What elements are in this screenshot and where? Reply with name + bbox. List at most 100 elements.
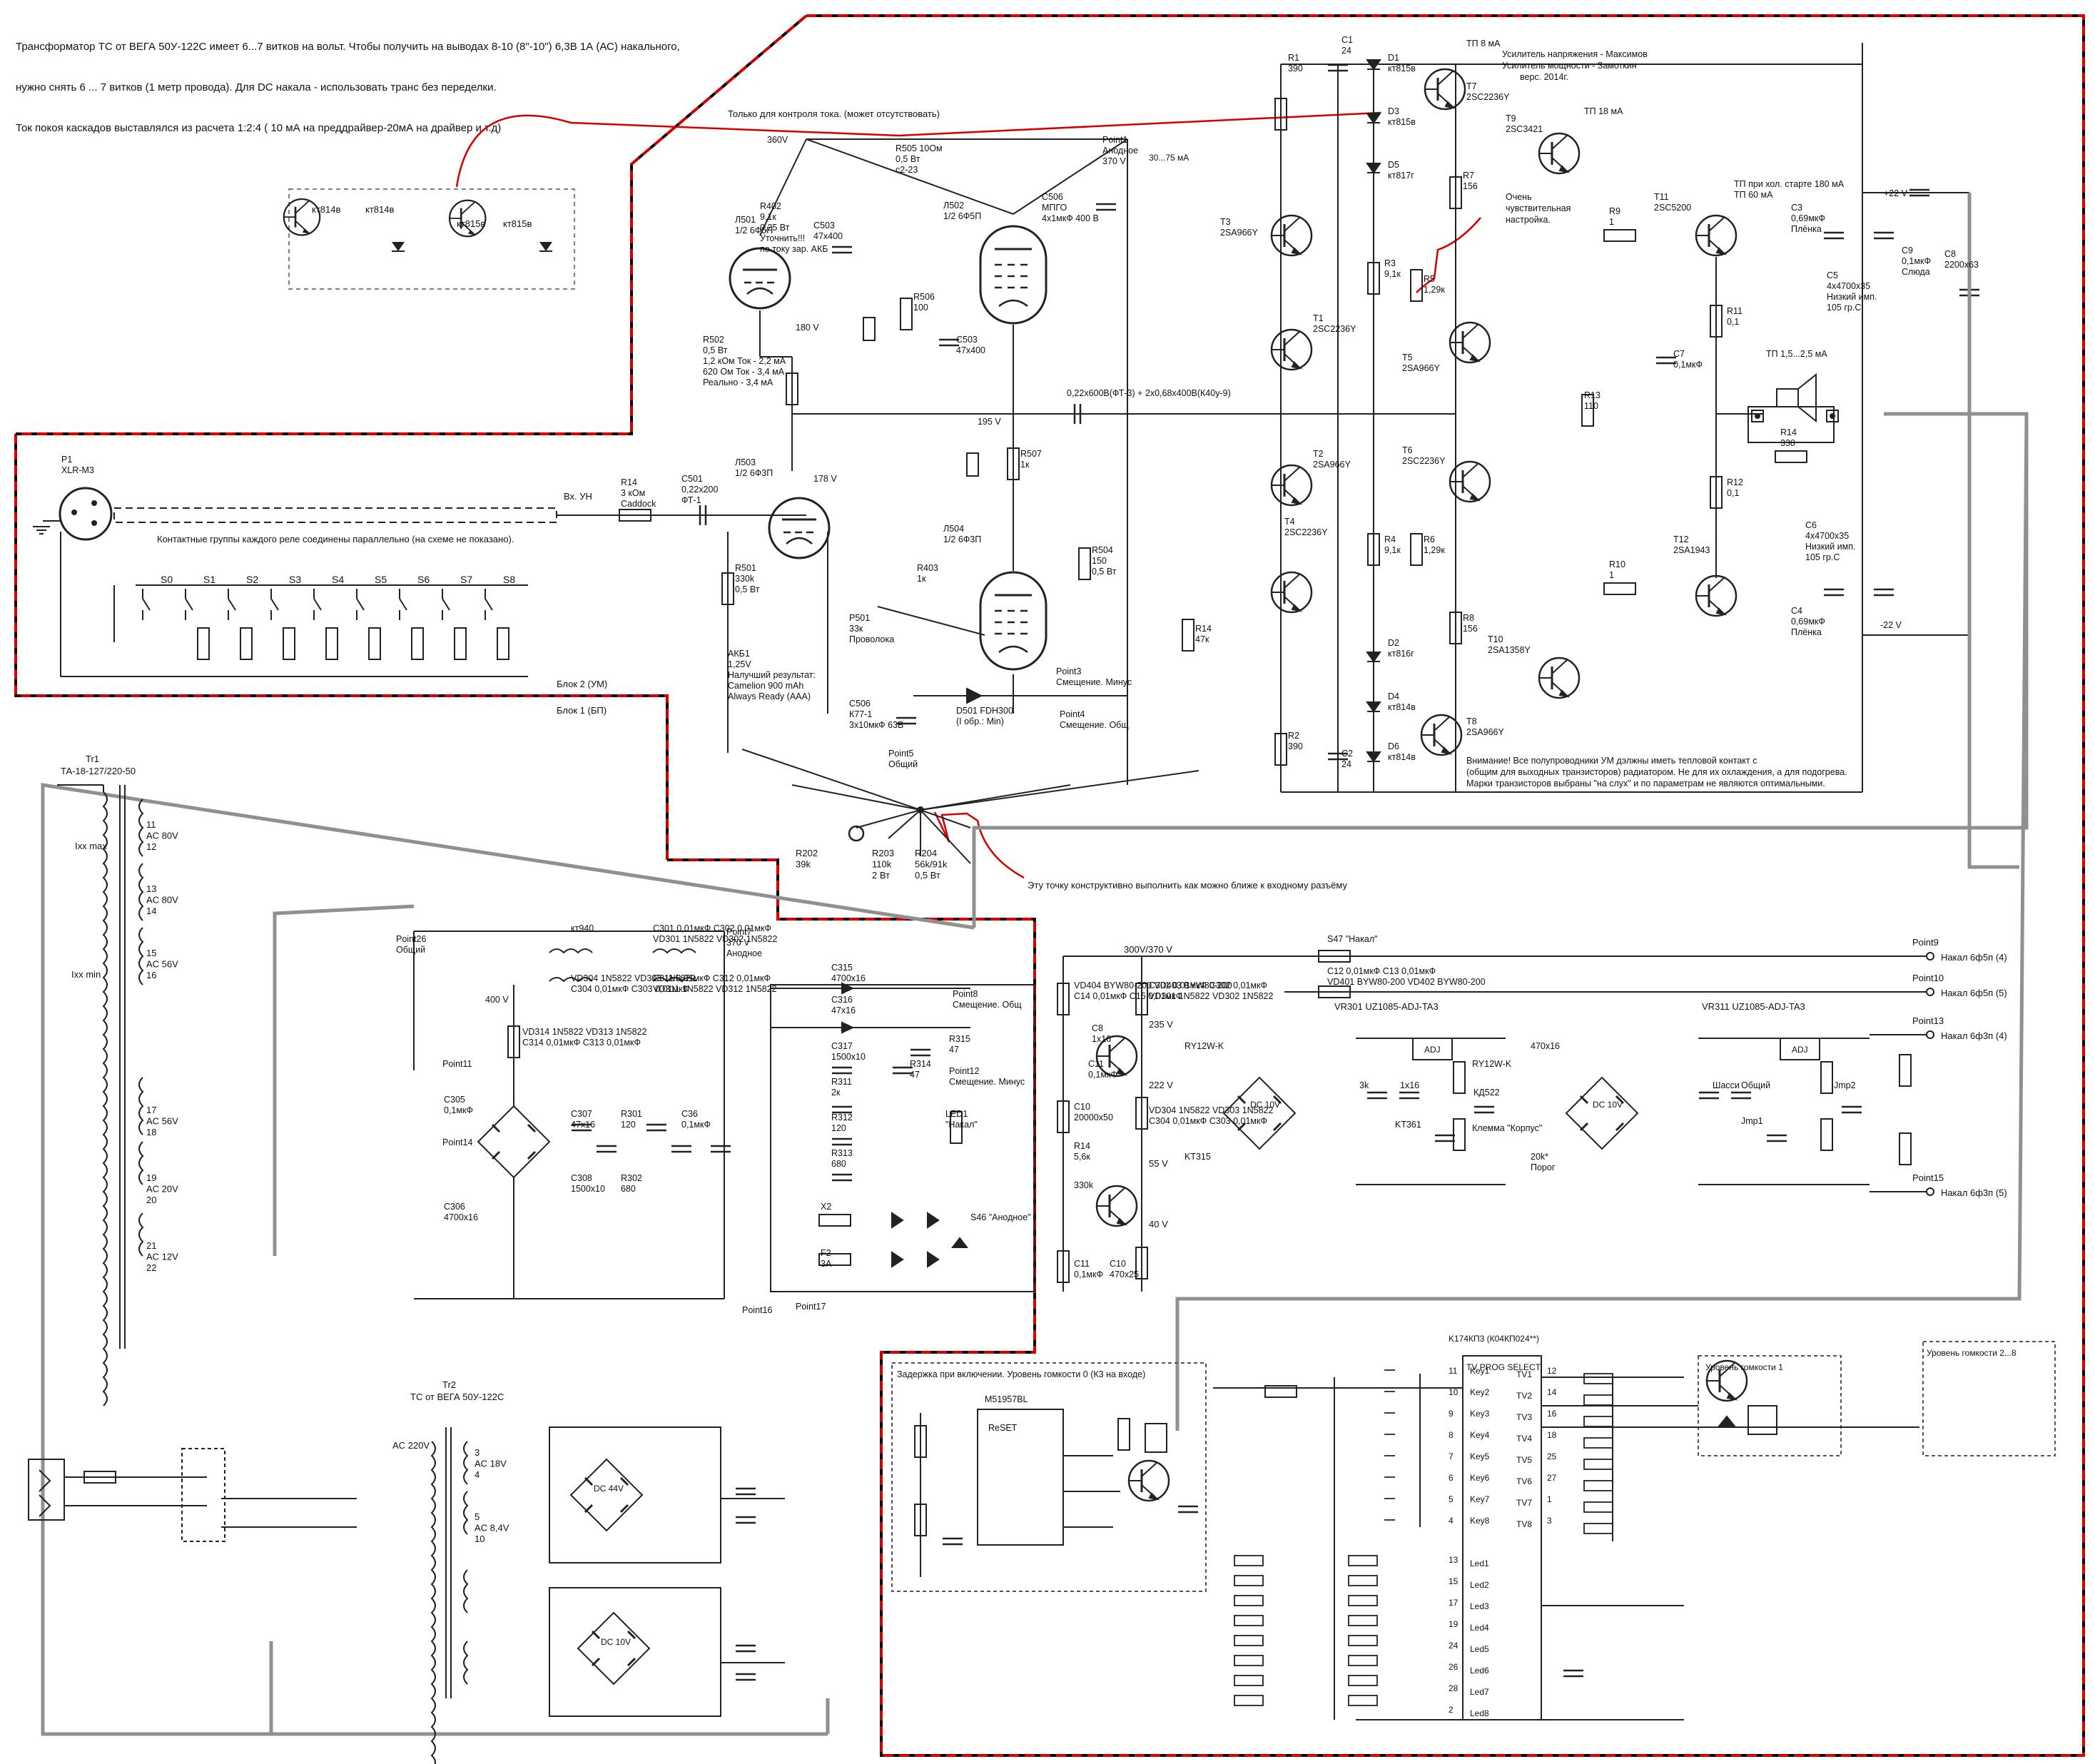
vr301-label: VR301 UZ1085-ADJ-TA3 [1334,1001,1439,1012]
block-boundary [14,14,2085,1757]
point9-label: Point9 [1912,937,1939,948]
relay-s2: S2 [246,574,258,585]
warning-note-2: (общим для выходных транзисторов) радиат… [1466,767,1847,777]
tube-l503 [768,497,831,559]
speaker-label: ТП 1,5...2,5 мА [1766,349,1827,359]
v360-label: 360V [767,135,788,145]
tv-6: TV6 [1516,1476,1532,1486]
r206-label: S47 "Накал" [1327,934,1378,944]
led-7: Led7 [1470,1687,1489,1697]
tv-pin-7: 1 [1547,1494,1552,1504]
led-pin-8: 2 [1449,1705,1454,1715]
svg-text:DC 10V: DC 10V [1593,1100,1623,1110]
transistor-t9 [1538,132,1581,175]
level-label-1: Уровень гомкости 1 [1705,1362,1783,1372]
tube-l501 [729,247,791,310]
key-pin-6: 6 [1449,1473,1454,1483]
tube-l504 [979,571,1048,671]
transistor-t5 [1449,321,1491,364]
key-4: Key4 [1470,1430,1490,1440]
author-note-1: Усилитель напряжения - Максимов [1502,49,1648,59]
rectifier-400v [413,931,732,1299]
v178-label: 178 V [813,474,837,484]
c36-label: Шасси [1713,1080,1740,1090]
relay-s4: S4 [332,574,344,585]
v195-label: 195 V [978,417,1001,427]
key-pin-1: 11 [1449,1366,1458,1376]
vd314-label: 20k*Порог [1531,1152,1556,1172]
transistor-t6 [1449,460,1491,503]
vd301-label: RY12W-K [1185,1041,1224,1051]
heater-out-4: Накал 6ф3п (5) [1941,1187,2007,1198]
tr1-name: Tr1 [86,754,99,764]
led-pin-3: 17 [1449,1598,1459,1608]
level-label-2: Уровень гомкости 2...8 [1927,1348,2017,1358]
transistor-t10 [1538,657,1581,699]
tv-pin-6: 27 [1547,1473,1557,1483]
c306-label: 1х16 [1400,1080,1419,1090]
led-3: Led3 [1470,1601,1489,1611]
relay-s3: S3 [289,574,301,585]
r402-label: LED1"Накал" [945,1109,978,1130]
switch-ic [1213,1341,2056,1720]
ground-note: Эту точку конструктивно выполнить как мо… [1028,880,1347,891]
speaker [1747,372,1839,463]
v222-label: 222 V [1149,1080,1173,1090]
delay-label: Задержка при включении. Уровень гомкости… [897,1369,1145,1379]
svg-text:DC 10V: DC 10V [601,1637,631,1647]
key-pin-4: 8 [1449,1430,1454,1440]
delay-circuit [891,1362,1207,1592]
tv-pin-5: 25 [1547,1451,1557,1461]
tube-section [721,138,1391,785]
tv-pin-8: 3 [1547,1516,1552,1526]
key-1: Key1 [1470,1366,1490,1376]
tube-l502 [979,225,1048,325]
relay-labels: S0 S1 S2 S3 S4 S5 S6 S7 S8 [161,574,515,585]
key-5: Key5 [1470,1451,1490,1461]
transistor-t3 [1270,214,1313,257]
svg-text:кт815в: кт815в [503,218,532,229]
vd304-label: KT315 [1185,1152,1211,1162]
